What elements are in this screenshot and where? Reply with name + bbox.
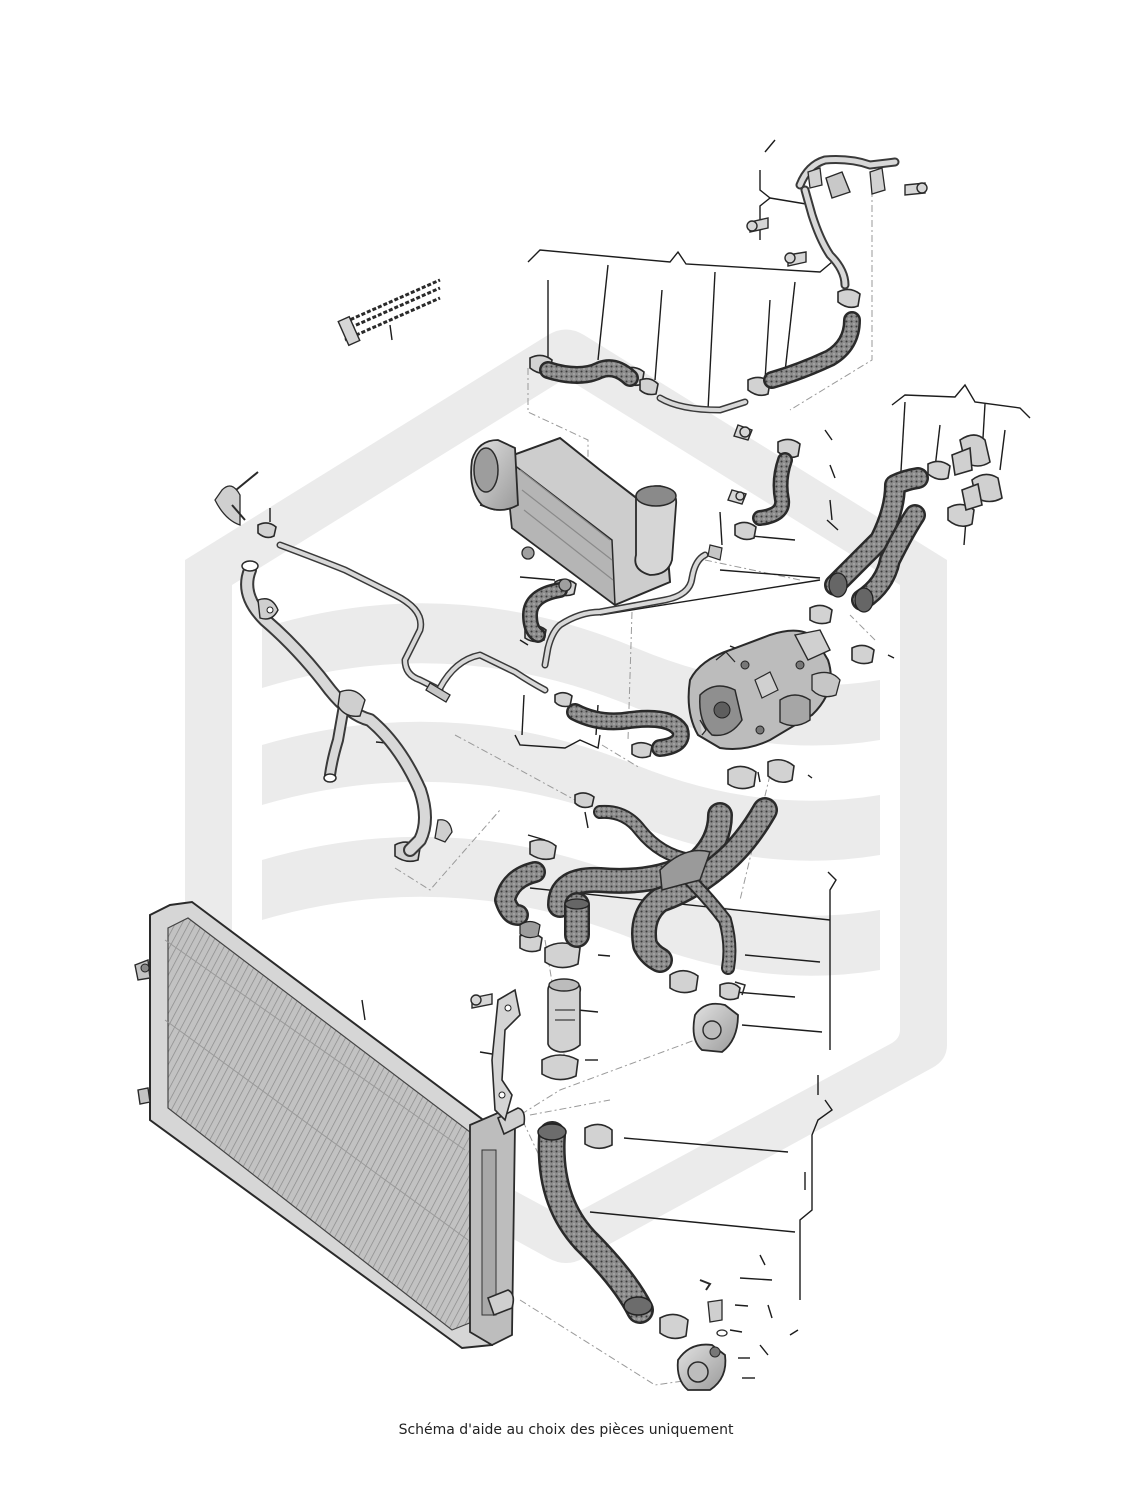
coolant-metal-pipe	[240, 560, 453, 857]
top-metal-pipe	[795, 155, 900, 290]
misc-small-parts	[337, 278, 746, 1122]
lower-coolant-flange	[676, 1279, 728, 1391]
main-hose-assembly	[494, 311, 929, 975]
radiator	[134, 900, 526, 1350]
bolts	[470, 182, 928, 1009]
lower-radiator-hose	[537, 1121, 654, 1324]
thin-coolant-tubes	[214, 471, 723, 703]
thermostat-housing	[687, 629, 841, 750]
quick-connectors	[951, 434, 1003, 512]
intercooler	[470, 436, 678, 607]
diagram-caption: Schéma d'aide au choix des pièces unique…	[398, 1422, 734, 1438]
